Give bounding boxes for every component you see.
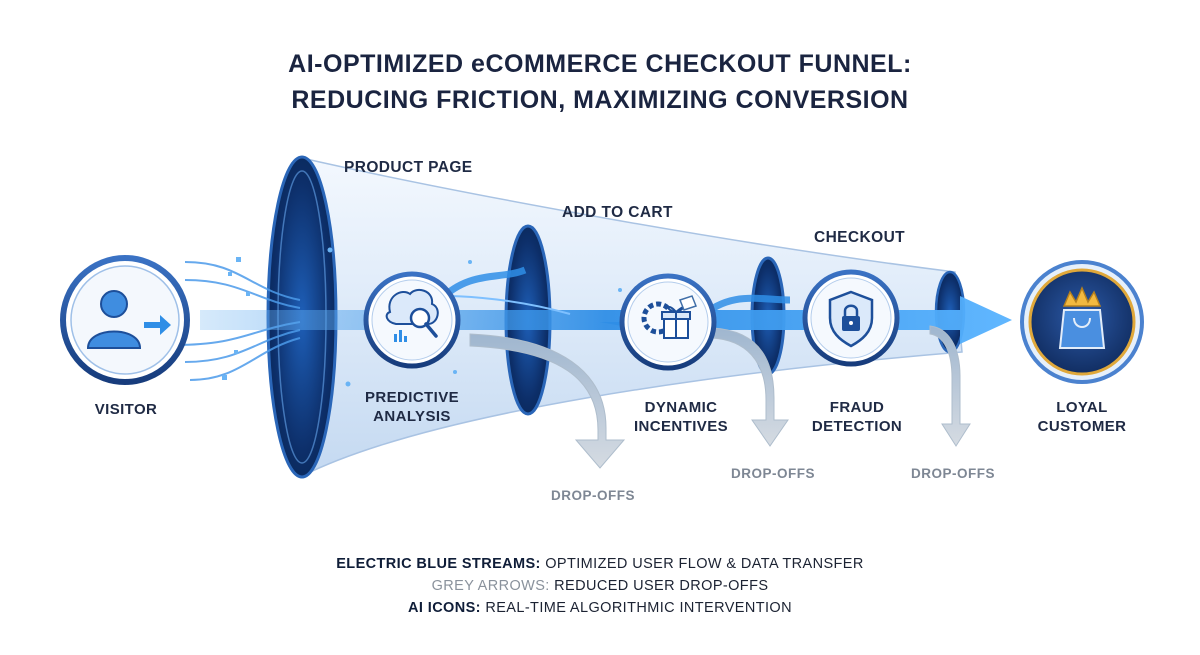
dropoff-arrow-3 <box>929 325 971 447</box>
node-label-visitor: VISITOR <box>94 401 158 418</box>
visitor-icon <box>86 290 171 349</box>
fraud-detection-node <box>802 269 900 367</box>
dropoff-label-1: DROP-OFFS <box>551 488 635 503</box>
crown-bag-icon <box>1058 286 1106 349</box>
node-label-dynamic-incentives-line2: INCENTIVES <box>633 418 728 435</box>
data-particles <box>222 247 622 387</box>
node-label-dynamic-incentives-line1: DYNAMIC <box>644 399 718 416</box>
brain-analytics-icon <box>385 288 439 342</box>
node-label-predictive-analysis-line2: ANALYSIS <box>373 408 451 425</box>
predictive-analysis-node <box>363 271 461 369</box>
node-label-loyal-customer: LOYAL CUSTOMER <box>1030 398 1134 436</box>
node-label-predictive-analysis-line1: PREDICTIVE <box>364 389 459 406</box>
legend-value-ai-icons: REAL-TIME ALGORITHMIC INTERVENTION <box>480 600 792 616</box>
visitor-node <box>60 255 190 385</box>
node-label-fraud-detection-line1: FRAUD <box>829 399 885 416</box>
legend-row-blue-streams: ELECTRIC BLUE STREAMS: OPTIMIZED USER FL… <box>0 553 1200 575</box>
legend-key-grey-arrows: GREY ARROWS: <box>431 578 550 594</box>
dropoff-arrow-2 <box>711 327 789 447</box>
stage-label-add-to-cart: ADD TO CART <box>562 204 673 221</box>
node-label-loyal-customer-line1: LOYAL <box>1056 399 1108 416</box>
legend-row-grey-arrows: GREY ARROWS: REDUCED USER DROP-OFFS <box>0 575 1200 597</box>
dropoff-label-2: DROP-OFFS <box>731 466 815 481</box>
node-label-fraud-detection-line2: DETECTION <box>811 418 903 435</box>
dynamic-incentives-node <box>619 273 717 371</box>
legend-key-ai-icons: AI ICONS: <box>408 600 481 616</box>
node-label-fraud-detection: FRAUD DETECTION <box>808 398 906 436</box>
node-label-dynamic-incentives: DYNAMIC INCENTIVES <box>624 398 738 436</box>
title-line-1: AI-OPTIMIZED eCOMMERCE CHECKOUT FUNNEL: <box>288 50 912 78</box>
shield-lock-icon <box>828 290 874 348</box>
legend-value-grey-arrows: REDUCED USER DROP-OFFS <box>549 578 769 594</box>
dropoff-label-3: DROP-OFFS <box>911 466 995 481</box>
title-line-2: REDUCING FRICTION, MAXIMIZING CONVERSION <box>291 86 909 114</box>
dropoff-arrow-1 <box>469 333 626 469</box>
legend-value-blue-streams: OPTIMIZED USER FLOW & DATA TRANSFER <box>540 556 864 572</box>
legend: ELECTRIC BLUE STREAMS: OPTIMIZED USER FL… <box>0 553 1200 619</box>
stage-label-checkout: CHECKOUT <box>814 229 906 246</box>
legend-key-blue-streams: ELECTRIC BLUE STREAMS: <box>336 556 541 572</box>
legend-row-ai-icons: AI ICONS: REAL-TIME ALGORITHMIC INTERVEN… <box>0 597 1200 619</box>
loyal-customer-node <box>1020 260 1144 384</box>
node-label-predictive-analysis: PREDICTIVE ANALYSIS <box>360 388 464 426</box>
node-label-loyal-customer-line2: CUSTOMER <box>1037 418 1127 435</box>
gift-gear-icon <box>641 295 697 339</box>
diagram-title: AI-OPTIMIZED eCOMMERCE CHECKOUT FUNNEL: … <box>0 46 1200 118</box>
stage-label-product-page: PRODUCT PAGE <box>344 159 473 176</box>
